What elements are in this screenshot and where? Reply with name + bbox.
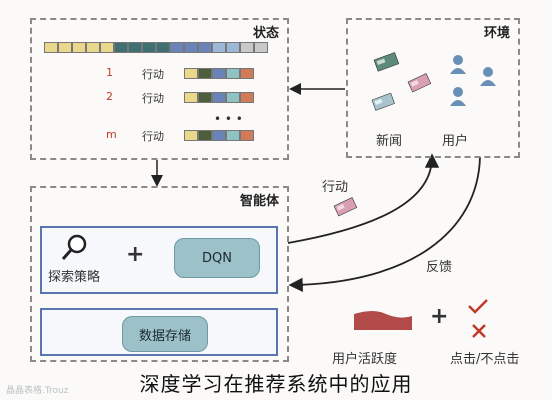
cross-icon [472, 324, 486, 338]
state-cell [212, 42, 226, 53]
state-cell [170, 42, 184, 53]
user-icon [480, 67, 496, 86]
state-cell [156, 42, 170, 53]
news-card-pink-icon [407, 73, 432, 93]
action-cell [240, 130, 254, 141]
user-icon [450, 55, 466, 74]
action-cell [226, 130, 240, 141]
action-row-1 [184, 68, 254, 79]
state-box: 状态 行动 1 行动 2 • • • 行动 m [30, 18, 289, 160]
user-icon [450, 87, 466, 106]
agent-box: 智能体 探索策略 + DQN 数据存储 [30, 186, 289, 362]
check-icon [468, 299, 488, 314]
state-cell [226, 42, 240, 53]
action-cell [212, 68, 226, 79]
action-row-1-label: 行动 1 [106, 66, 164, 81]
feedback-edge-label: 反馈 [426, 260, 453, 275]
state-cell [72, 42, 86, 53]
action-cell [198, 68, 212, 79]
action-cell [240, 92, 254, 103]
arrow-action [287, 153, 440, 244]
state-cell [184, 42, 198, 53]
feedback-plus-sign: + [430, 304, 449, 329]
state-cell [58, 42, 72, 53]
ellipsis: • • • [214, 112, 243, 126]
action-cell [226, 92, 240, 103]
state-cell [114, 42, 128, 53]
action-cell [240, 68, 254, 79]
action-cell [184, 68, 198, 79]
watermark: 晶晶表格.Trouz [6, 386, 69, 396]
state-cell [198, 42, 212, 53]
arrow-feedback [288, 156, 481, 293]
explore-strategy-label: 探索策略 [48, 270, 101, 285]
news-card-blue-icon [371, 92, 395, 111]
click-label: 点击/不点击 [450, 352, 520, 367]
news-icons [371, 52, 432, 111]
state-cell [86, 42, 100, 53]
state-cell [240, 42, 254, 53]
data-storage-block: 数据存储 [122, 316, 208, 352]
environment-title: 环境 [483, 26, 510, 41]
state-cell [128, 42, 142, 53]
action-edge-label: 行动 [322, 180, 349, 195]
action-row-m-label: 行动 m [106, 128, 164, 143]
dqn-panel: 探索策略 + DQN [40, 226, 278, 294]
action-cell [184, 92, 198, 103]
action-cell [212, 92, 226, 103]
action-row-2 [184, 92, 254, 103]
plus-sign: + [126, 242, 145, 267]
memory-panel: 数据存储 [40, 308, 278, 356]
state-cell [142, 42, 156, 53]
users-label: 用户 [442, 134, 469, 149]
action-row-m [184, 130, 254, 141]
dqn-block: DQN [174, 238, 260, 278]
news-card-icon [333, 197, 358, 217]
news-label: 新闻 [376, 134, 403, 149]
environment-box: 环境 新闻 用户 [346, 18, 520, 158]
action-row-2-label: 行动 2 [106, 90, 164, 105]
user-activity-label: 用户活跃度 [332, 352, 398, 367]
state-cell [254, 42, 268, 53]
news-card-green-icon [373, 52, 400, 72]
user-icons [450, 55, 496, 106]
state-vector [44, 42, 268, 53]
action-cell [226, 68, 240, 79]
activity-wave-icon [354, 311, 412, 330]
state-cell [44, 42, 58, 53]
action-cell [212, 130, 226, 141]
state-title: 状态 [252, 26, 279, 41]
action-cell [184, 130, 198, 141]
action-cell [198, 92, 212, 103]
agent-title: 智能体 [239, 194, 279, 209]
state-cell [100, 42, 114, 53]
magnifier-icon [61, 234, 87, 260]
figure-caption: 深度学习在推荐系统中的应用 [139, 372, 413, 396]
action-cell [198, 130, 212, 141]
